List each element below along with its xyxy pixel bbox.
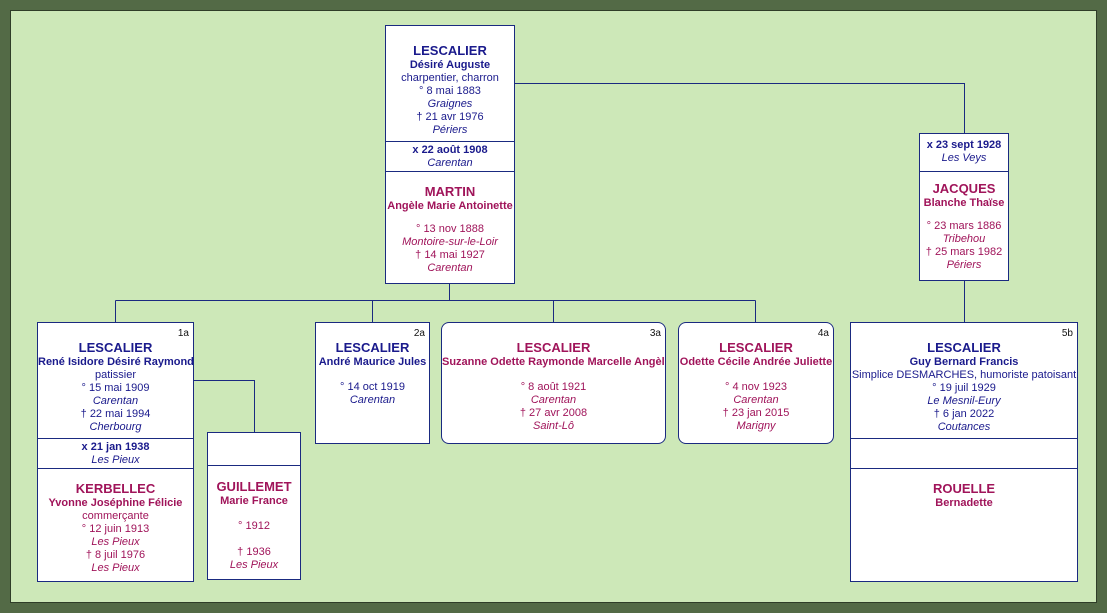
death-date: † 21 avr 1976 [416,111,484,123]
marriage-date: x 23 sept 1928 [926,139,1002,151]
occupation: patissier [95,369,136,381]
given-names: Yvonne Joséphine Félicie [48,497,183,509]
given-names: André Maurice Jules [318,356,427,368]
person-box-andre-maurice[interactable]: 2a LESCALIER André Maurice Jules ° 14 oc… [315,322,430,444]
couple-box-parents: LESCALIER Désiré Auguste charpentier, ch… [385,25,515,284]
death-date: † 1936 [237,546,271,558]
death-date: † 27 avr 2008 [519,407,588,419]
surname: ROUELLE [932,481,996,496]
death-date: † 23 jan 2015 [722,407,790,419]
birth-date: ° 15 mai 1909 [81,382,150,394]
connector-line [514,83,965,133]
birth-place: Carentan [92,395,139,407]
child-tag: 5b [1061,328,1073,339]
death-place: Carentan [427,262,473,274]
marriage-place: Carentan [427,157,473,169]
birth-place: Les Pieux [91,536,140,548]
surname: LESCALIER [516,340,591,355]
empty-marriage-slot [208,433,300,466]
birth-date: ° 8 août 1921 [520,381,587,393]
surname: JACQUES [932,181,996,196]
occupation: Simplice DESMARCHES, humoriste patoisant [851,369,1077,381]
person-bernadette[interactable]: ROUELLE Bernadette [851,468,1077,581]
birth-place: Tribehou [942,233,986,245]
surname: MARTIN [424,184,476,199]
given-names: René Isidore Désiré Raymond [38,356,193,368]
death-place: Marigny [736,420,776,432]
surname: LESCALIER [413,43,487,58]
birth-date: ° 23 mars 1886 [926,220,1002,232]
surname: LESCALIER [927,340,1001,355]
couple-box-second-wife: x 23 sept 1928 Les Veys JACQUES Blanche … [919,133,1009,281]
child-tag: 4a [817,328,829,339]
death-date: † 14 mai 1927 [415,249,485,261]
occupation: charpentier, charron [401,72,499,84]
surname: KERBELLEC [75,481,156,496]
birth-date: ° 1912 [238,520,270,532]
birth-place: Carentan [733,394,779,406]
death-date: † 25 mars 1982 [925,246,1003,258]
couple-box-child-5: 5b LESCALIER Guy Bernard Francis Simplic… [850,322,1078,582]
death-place: Périers [946,259,982,271]
given-names: Suzanne Odette Raymonde Marcelle Angèle [442,356,665,368]
child-tag: 2a [413,328,425,339]
marriage-info: x 22 août 1908 Carentan [386,141,514,174]
birth-place: Carentan [349,394,396,406]
person-rene-isidore[interactable]: LESCALIER René Isidore Désiré Raymond pa… [38,340,193,440]
marriage-info: x 23 sept 1928 Les Veys [920,139,1008,169]
surname: LESCALIER [719,340,793,355]
given-names: Blanche Thaïse [923,197,1005,209]
person-blanche-thaise[interactable]: JACQUES Blanche Thaïse ° 23 mars 1886 Tr… [920,171,1008,280]
given-names: Angèle Marie Antoinette [387,200,513,212]
child-tag: 1a [177,328,189,339]
birth-date: ° 14 oct 1919 [340,381,405,393]
birth-date: ° 8 mai 1883 [419,85,481,97]
marriage-date: x 22 août 1908 [412,144,488,156]
surname: GUILLEMET [216,479,292,494]
person-guy-bernard[interactable]: LESCALIER Guy Bernard Francis Simplice D… [851,340,1077,440]
person-box-marie-france: GUILLEMET Marie France ° 1912 † 1936 Les… [207,432,301,580]
couple-box-child-1: 1a LESCALIER René Isidore Désiré Raymond… [37,322,194,582]
occupation: commerçante [82,510,149,522]
death-place: Périers [432,124,468,136]
birth-date: ° 13 nov 1888 [415,223,484,235]
death-place: Les Pieux [229,559,279,571]
surname: LESCALIER [78,340,153,355]
person-marie-france[interactable]: GUILLEMET Marie France ° 1912 † 1936 Les… [208,465,300,579]
death-place: Les Pieux [91,562,140,574]
marriage-date: x 21 jan 1938 [81,441,150,453]
child-tag: 3a [649,328,661,339]
death-place: Cherbourg [89,421,142,433]
birth-place: Montoire-sur-le-Loir [402,236,498,248]
person-box-suzanne-odette[interactable]: 3a LESCALIER Suzanne Odette Raymonde Mar… [441,322,666,444]
death-place: Saint-Lô [533,420,574,432]
marriage-place: Les Pieux [91,454,140,466]
connector-line [193,380,255,432]
given-names: Marie France [220,495,288,507]
empty-marriage-slot [851,438,1077,469]
death-date: † 8 juil 1976 [85,549,146,561]
death-date: † 6 jan 2022 [933,408,995,420]
given-names: Bernadette [935,497,993,509]
death-date: † 22 mai 1994 [80,408,151,420]
birth-date: ° 19 juil 1929 [932,382,996,394]
marriage-info: x 21 jan 1938 Les Pieux [38,438,193,471]
marriage-place: Les Veys [941,152,987,164]
person-angele-marie[interactable]: MARTIN Angèle Marie Antoinette ° 13 nov … [386,171,514,283]
person-yvonne-josephine[interactable]: KERBELLEC Yvonne Joséphine Félicie comme… [38,468,193,581]
death-place: Coutances [937,421,991,433]
person-desire-auguste[interactable]: LESCALIER Désiré Auguste charpentier, ch… [386,43,514,159]
given-names: Désiré Auguste [409,59,491,71]
person-box-odette-cecile[interactable]: 4a LESCALIER Odette Cécile Andrée Juliet… [678,322,834,444]
surname: LESCALIER [335,340,410,355]
given-names: Guy Bernard Francis [909,356,1019,368]
birth-date: ° 4 nov 1923 [725,381,787,393]
birth-place: Graignes [427,98,473,110]
birth-date: ° 12 juin 1913 [81,523,150,535]
birth-place: Carentan [530,394,577,406]
birth-place: Le Mesnil-Eury [927,395,1001,407]
given-names: Odette Cécile Andrée Juliette [679,356,833,368]
